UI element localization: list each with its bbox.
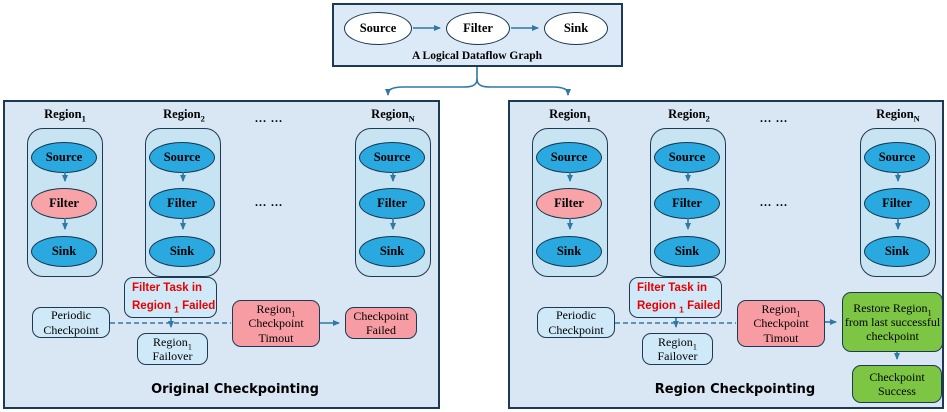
node-source: Source [864, 142, 930, 173]
node-source: Source [654, 142, 720, 173]
node-source: Source [359, 142, 425, 173]
fork-arrow-left [385, 67, 478, 96]
logical-graph-caption: A Logical Dataflow Graph [411, 50, 543, 62]
node-source: Source [149, 142, 215, 173]
ellipsis-dots: ... ... [255, 111, 283, 125]
region-label: Region1 [44, 107, 86, 124]
node-filter: Filter [654, 188, 720, 219]
logical-node-filter: Filter [446, 12, 510, 45]
logical-node-sink: Sink [544, 12, 608, 45]
node-filter: Filter [149, 188, 215, 219]
panel-caption-original: Original Checkpointing [151, 382, 319, 397]
region-label: Region2 [163, 107, 205, 124]
region-card: Source Filter Sink [145, 128, 221, 277]
ellipsis-dots: ... ... [760, 195, 788, 209]
fork-arrow-right [476, 78, 571, 96]
panel-caption-region: Region Checkpointing [654, 382, 816, 397]
node-source: Source [31, 142, 97, 173]
node-filter: Filter [31, 188, 97, 219]
region-label: RegionN [371, 107, 415, 124]
node-sink: Sink [359, 236, 425, 267]
region-label: Region2 [668, 107, 710, 124]
logical-node-source: Source [344, 12, 412, 45]
region-card: Source Filter Sink [532, 128, 608, 277]
ellipsis-dots: ... ... [760, 111, 788, 125]
region-label: RegionN [876, 107, 920, 124]
region-card: Source Filter Sink [355, 128, 431, 277]
node-sink: Sink [864, 236, 930, 267]
node-filter: Filter [536, 188, 602, 219]
node-sink: Sink [536, 236, 602, 267]
region-card: Source Filter Sink [650, 128, 726, 277]
ellipsis-dots: ... ... [255, 195, 283, 209]
node-source: Source [536, 142, 602, 173]
region-label: Region1 [549, 107, 591, 124]
node-sink: Sink [31, 236, 97, 267]
node-filter: Filter [359, 188, 425, 219]
region-card: Source Filter Sink [27, 128, 103, 277]
node-sink: Sink [654, 236, 720, 267]
node-filter: Filter [864, 188, 930, 219]
node-sink: Sink [149, 236, 215, 267]
region-card: Source Filter Sink [860, 128, 936, 277]
